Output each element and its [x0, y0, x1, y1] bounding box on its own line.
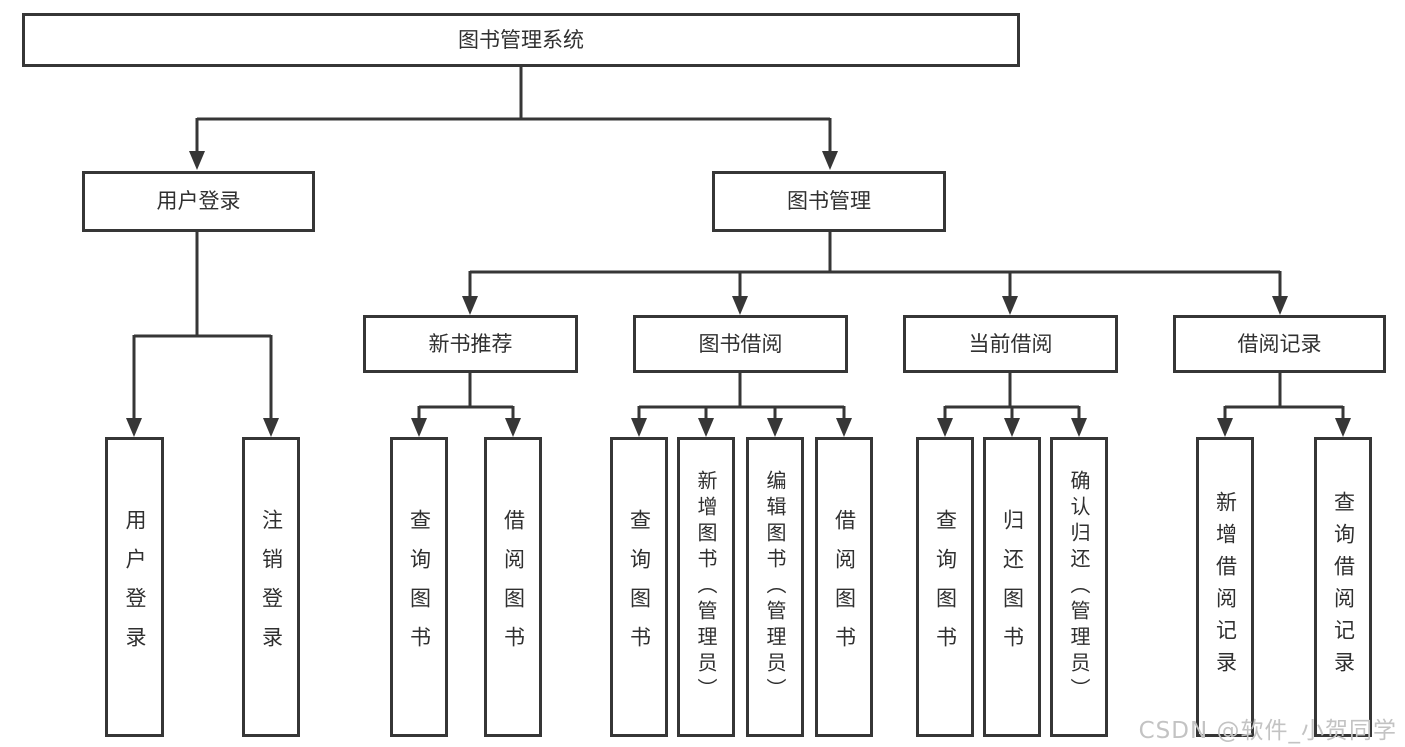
node-leaf-cb-return-book: 归还图书: [983, 437, 1041, 737]
node-label: 查询图书: [933, 509, 958, 665]
node-new-book-recommend: 新书推荐: [363, 315, 578, 373]
node-label: 新书推荐: [428, 331, 513, 356]
node-label: 确认归还（管理员）: [1067, 470, 1091, 704]
node-label: 新增图书（管理员）: [694, 470, 718, 704]
node-user-login: 用户登录: [82, 171, 315, 232]
node-leaf-bb-borrow-book: 借阅图书: [815, 437, 873, 737]
node-leaf-cb-confirm-return-admin: 确认归还（管理员）: [1050, 437, 1108, 737]
node-label: 图书借阅: [698, 331, 783, 356]
node-leaf-bb-add-book-admin: 新增图书（管理员）: [677, 437, 735, 737]
node-label: 查询借阅记录: [1331, 491, 1356, 683]
node-label: 借阅图书: [832, 509, 857, 665]
node-label: 查询图书: [407, 509, 432, 665]
node-current-borrow: 当前借阅: [903, 315, 1118, 373]
node-leaf-cb-query-book: 查询图书: [916, 437, 974, 737]
node-book-borrow: 图书借阅: [633, 315, 848, 373]
node-label: 借阅记录: [1237, 331, 1322, 356]
node-label: 查询图书: [627, 509, 652, 665]
node-leaf-nbr-query-book: 查询图书: [390, 437, 448, 737]
node-borrow-records: 借阅记录: [1173, 315, 1386, 373]
node-leaf-user-login: 用户登录: [105, 437, 164, 737]
node-book-management: 图书管理: [712, 171, 946, 232]
node-leaf-logout: 注销登录: [242, 437, 300, 737]
node-label: 编辑图书（管理员）: [763, 470, 787, 704]
node-label: 图书管理: [787, 189, 871, 213]
node-leaf-bb-edit-book-admin: 编辑图书（管理员）: [746, 437, 804, 737]
node-label: 借阅图书: [501, 509, 526, 665]
connector-paths: [132, 67, 1345, 422]
node-label: 用户登录: [123, 509, 147, 665]
node-label: 图书管理系统: [458, 27, 584, 52]
csdn-watermark: CSDN @软件_小贺同学: [1138, 718, 1397, 744]
node-label: 注销登录: [259, 509, 284, 665]
node-label: 当前借阅: [968, 331, 1053, 356]
arrowhead-icons: [126, 151, 1351, 437]
node-leaf-br-query-record: 查询借阅记录: [1314, 437, 1372, 737]
node-label: 新增借阅记录: [1213, 491, 1238, 683]
node-root-system: 图书管理系统: [22, 13, 1020, 67]
node-leaf-nbr-borrow-book: 借阅图书: [484, 437, 542, 737]
node-label: 用户登录: [156, 189, 241, 213]
node-leaf-bb-query-book: 查询图书: [610, 437, 668, 737]
node-leaf-br-add-record: 新增借阅记录: [1196, 437, 1254, 737]
node-label: 归还图书: [1000, 509, 1025, 665]
